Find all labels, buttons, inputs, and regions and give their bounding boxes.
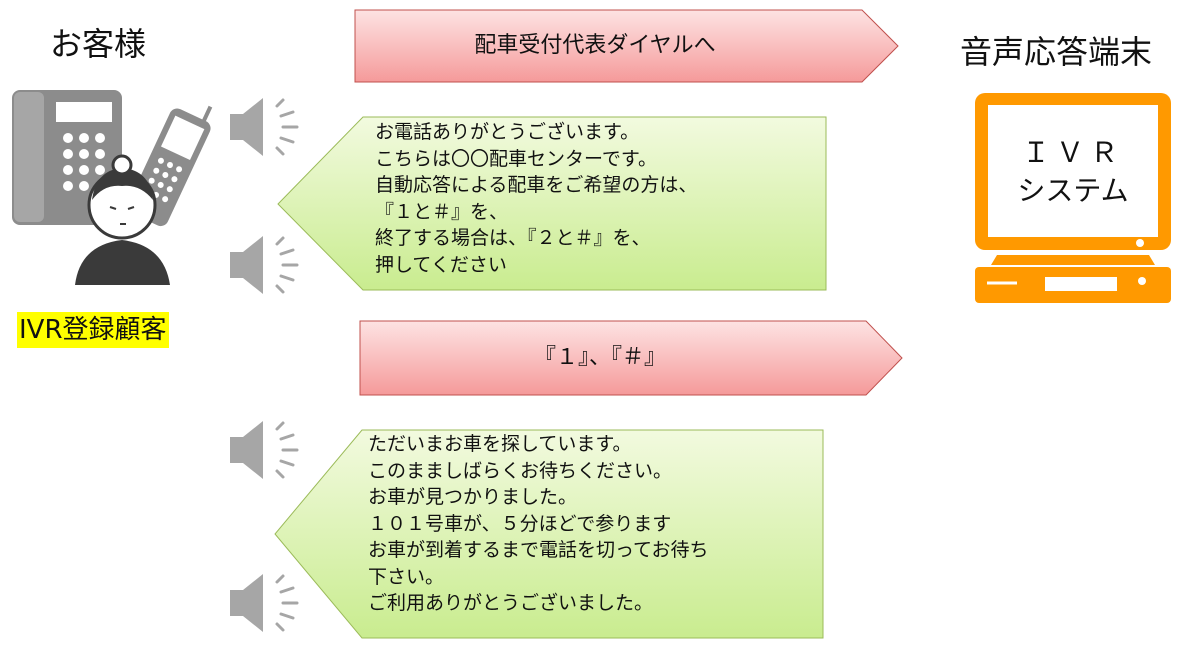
terminal-label-line: ＩＶＲ: [1021, 136, 1124, 169]
response-callout: [274, 429, 824, 639]
customer-title: お客様: [50, 25, 147, 63]
customer-label: IVR登録顧客: [17, 312, 169, 348]
message-line: 下さい。: [368, 565, 445, 588]
speaker-icon: [230, 236, 299, 294]
message-line: ただいまお車を探しています。: [368, 433, 632, 455]
terminal-label: ＩＶＲ システム: [988, 134, 1158, 210]
terminal-label-line: システム: [1017, 174, 1129, 207]
arrow-label: 配車受付代表ダイヤルへ: [474, 33, 716, 58]
message-line: １０１号車が、５分ほどで参ります: [368, 512, 672, 535]
computer-terminal-icon: [975, 93, 1171, 303]
response-callout: [277, 116, 827, 291]
message-text: お電話ありがとうございます。 こちらは〇〇配車センターです。 自動応答による配車…: [375, 119, 697, 278]
message-line: 終了する場合は、『２と＃』を、: [375, 227, 651, 249]
speaker-icon: [230, 98, 299, 156]
speaker-icon: [230, 574, 299, 632]
customer-avatar-icon: [75, 154, 170, 285]
message-line: 自動応答による配車をご希望の方は、: [375, 174, 698, 196]
message-line: お電話ありがとうございます。: [375, 121, 640, 143]
arrow-label: 『１』、『＃』: [533, 345, 666, 370]
message-line: こちらは〇〇配車センターです。: [375, 147, 657, 170]
speaker-icon: [230, 421, 299, 479]
message-line: このまましばらくお待ちください。: [368, 459, 673, 482]
message-text: ただいまお車を探しています。 このまましばらくお待ちください。 お車が見つかりま…: [368, 431, 708, 617]
message-line: ご利用ありがとうございました。: [368, 592, 654, 614]
message-line: 押してください: [375, 253, 507, 276]
request-arrow: [354, 9, 899, 83]
message-line: お車が見つかりました。: [368, 486, 578, 508]
request-arrow: [359, 320, 903, 396]
terminal-title: 音声応答端末: [960, 33, 1153, 71]
message-line: 『１と＃』を、: [375, 200, 509, 223]
message-line: お車が到着するまで電話を切ってお待ち: [368, 539, 709, 561]
